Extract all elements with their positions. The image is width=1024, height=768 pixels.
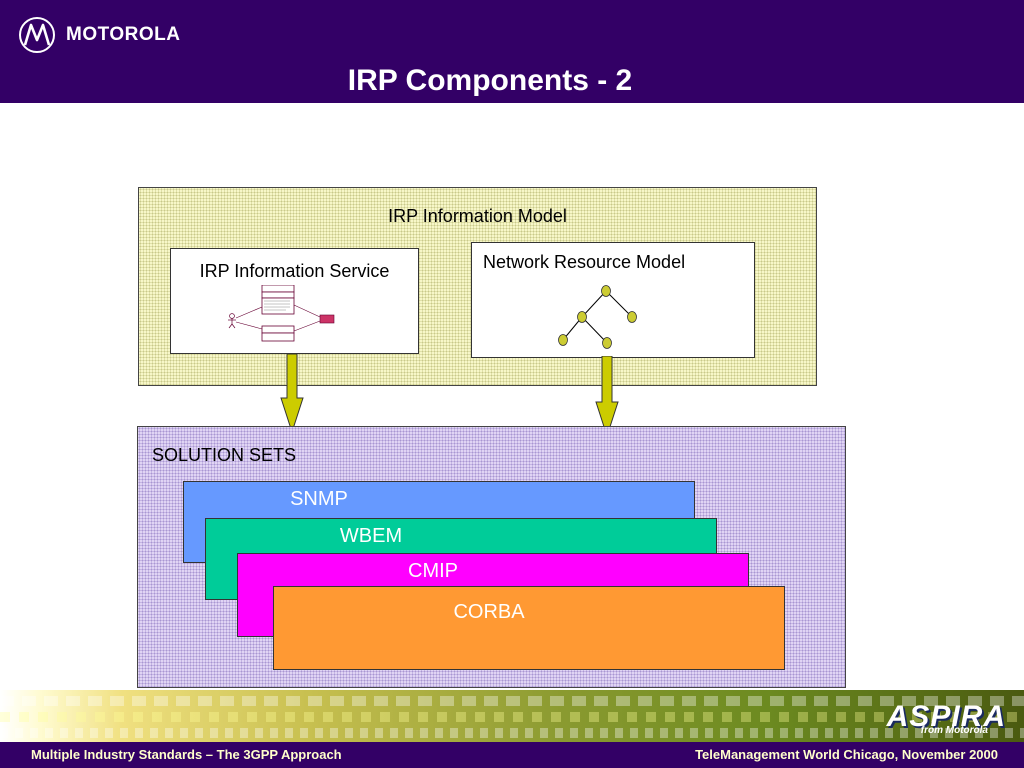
network-resource-model-box: Network Resource Model — [471, 242, 755, 358]
decorative-banner — [0, 690, 1024, 742]
wbem-label: WBEM — [339, 525, 403, 547]
irp-information-service-label: IRP Information Service — [199, 261, 390, 281]
snmp-label: SNMP — [290, 488, 348, 510]
corba-card: CORBA — [273, 586, 785, 670]
solution-sets-label: SOLUTION SETS — [152, 445, 297, 465]
irp-information-service-box: IRP Information Service — [170, 248, 419, 354]
motorola-logo: MOTOROLA — [18, 16, 180, 54]
irp-information-model-label: IRP Information Model — [388, 206, 567, 226]
page-title: IRP Components - 2 — [347, 64, 633, 97]
aspira-logo: ASPIRA — [886, 700, 1006, 733]
aspira-logo-subtitle: from Motorola — [920, 725, 988, 736]
slide-footer: Multiple Industry Standards – The 3GPP A… — [0, 742, 1024, 768]
network-resource-model-label: Network Resource Model — [483, 252, 686, 272]
down-arrow-right — [595, 356, 619, 438]
motorola-batwing-icon — [19, 17, 55, 53]
slide-header: MOTOROLA IRP Components - 2 — [0, 0, 1024, 103]
brand-name: MOTOROLA — [66, 24, 181, 45]
footer-left-text: Multiple Industry Standards – The 3GPP A… — [31, 747, 342, 762]
tree-hierarchy-icon — [558, 285, 637, 349]
corba-label: CORBA — [453, 601, 525, 623]
down-arrow-left — [280, 354, 304, 434]
uml-thumbnail-icon — [228, 285, 335, 342]
footer-right-text: TeleManagement World Chicago, November 2… — [695, 747, 998, 762]
cmip-label: CMIP — [408, 560, 458, 582]
